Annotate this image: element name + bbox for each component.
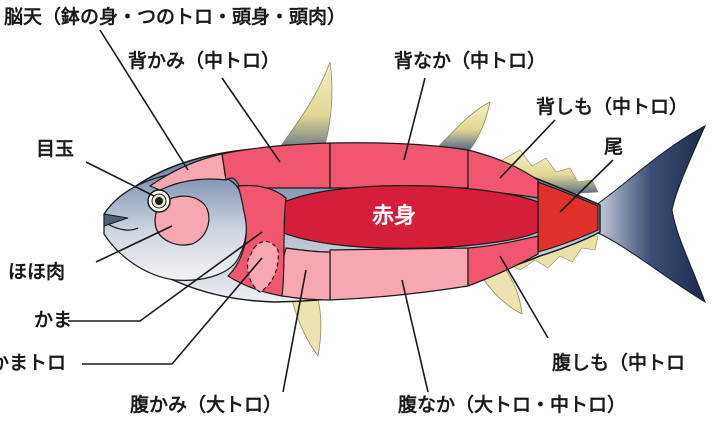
dorsal-fin [271,61,333,159]
label-haranaka: 腹なか（大トロ・中トロ） [398,394,627,416]
label-kama: かま [34,309,73,331]
leader-sekami [221,77,281,163]
leader-kama [68,231,263,322]
eye-icon[interactable] [147,189,171,213]
part-hohoniku[interactable] [154,195,210,246]
mouth [103,213,129,227]
part-haranaka[interactable] [329,247,469,301]
label-akami: 赤身 [372,204,417,229]
leader-kamatoro [82,257,263,365]
part-o[interactable] [537,181,599,253]
leader-senaka [403,77,426,161]
leader-harashimo [499,255,549,339]
anal-fin [477,269,523,315]
leader-medama [85,161,155,197]
label-hohoniku: ほほ肉 [8,261,66,283]
pelvic-fin [291,299,322,357]
leader-haranaka [401,279,429,393]
label-harakami: 腹かみ（大トロ） [130,394,283,416]
label-noten: 脳天（鉢の身・つのトロ・頭身・頭肉） [4,6,347,28]
label-harashimo: 腹しも（中トロ [552,352,686,374]
part-sekami[interactable] [221,142,331,189]
leader-harakami [282,269,307,393]
second-dorsal-fin [434,101,491,153]
label-sekami: 背かみ（中トロ） [128,50,281,72]
label-seshimo: 背しも（中トロ） [536,96,689,118]
label-medama: 目玉 [36,138,75,160]
leader-seshimo [499,119,556,179]
label-kamatoro: かまトロ [0,352,67,374]
label-senaka: 背なか（中トロ） [394,50,547,72]
jaw-line [107,223,139,231]
tail-fin [595,124,707,304]
leader-hohoniku [95,225,173,263]
leader-o [559,159,614,213]
label-o: 尾 [604,136,624,158]
leader-noten [99,29,189,171]
part-senaka[interactable] [329,142,469,189]
